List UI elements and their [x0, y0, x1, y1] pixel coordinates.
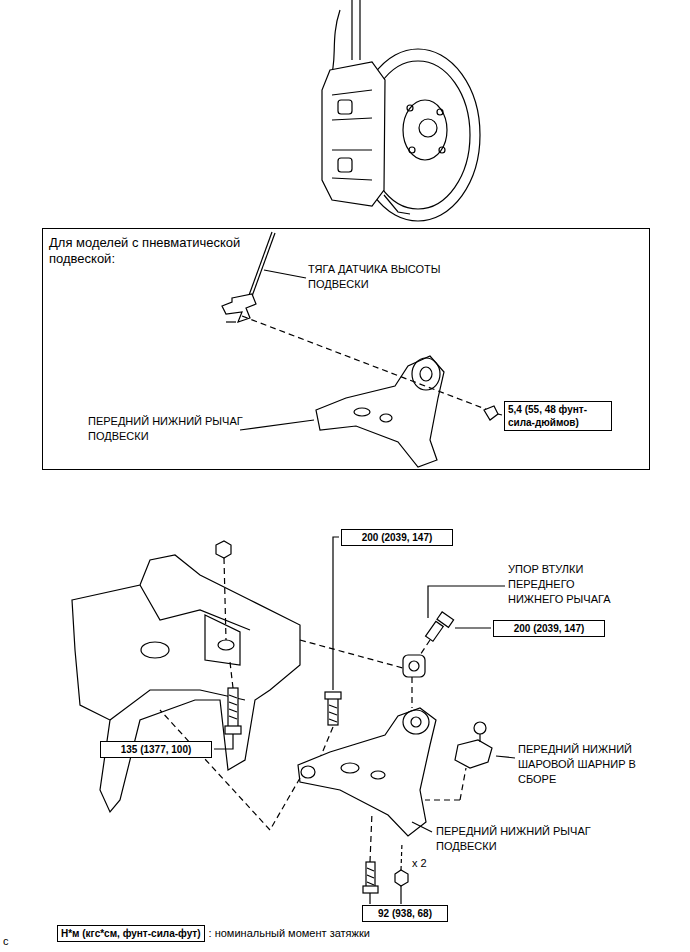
- torque-value: 200 (2039, 147): [497, 622, 601, 635]
- panel-heading: Для моделей с пневматической подвеской:: [43, 229, 305, 273]
- torque-box: 92 (938, 68): [362, 905, 448, 922]
- torque-value: 92 (938, 68): [366, 907, 444, 920]
- torque-value: 135 (1377, 100): [104, 743, 208, 756]
- quantity-note: x 2: [412, 856, 427, 871]
- torque-value: 5,4 (55, 48 фунт-сила-дюймов): [508, 403, 608, 429]
- unit-legend-box: Н*м (кгс*см, фунт-сила-фут): [57, 925, 205, 942]
- part-name: УПОР ВТУЛКИ ПЕРЕДНЕГО НИЖНЕГО РЫЧАГА: [508, 562, 626, 607]
- torque-box: 200 (2039, 147): [341, 529, 453, 546]
- torque-box: 5,4 (55, 48 фунт-сила-дюймов): [504, 401, 612, 431]
- torque-box: 135 (1377, 100): [100, 741, 212, 758]
- legend-text: : номинальный момент затяжки: [209, 926, 370, 941]
- figure-letter: c: [3, 934, 9, 949]
- torque-box: 200 (2039, 147): [493, 620, 605, 637]
- part-name: ТЯГА ДАТЧИКА ВЫСОТЫ ПОДВЕСКИ: [308, 262, 473, 292]
- unit-text: Н*м (кгс*см, фунт-сила-фут): [61, 927, 201, 940]
- part-name: ПЕРЕДНИЙ НИЖНИЙ ШАРОВОЙ ШАРНИР В СБОРЕ: [518, 742, 640, 787]
- torque-value: 200 (2039, 147): [345, 531, 449, 544]
- part-name: ПЕРЕДНИЙ НИЖНИЙ РЫЧАГ ПОДВЕСКИ: [88, 414, 258, 444]
- part-name: ПЕРЕДНИЙ НИЖНИЙ РЫЧАГ ПОДВЕСКИ: [436, 824, 606, 854]
